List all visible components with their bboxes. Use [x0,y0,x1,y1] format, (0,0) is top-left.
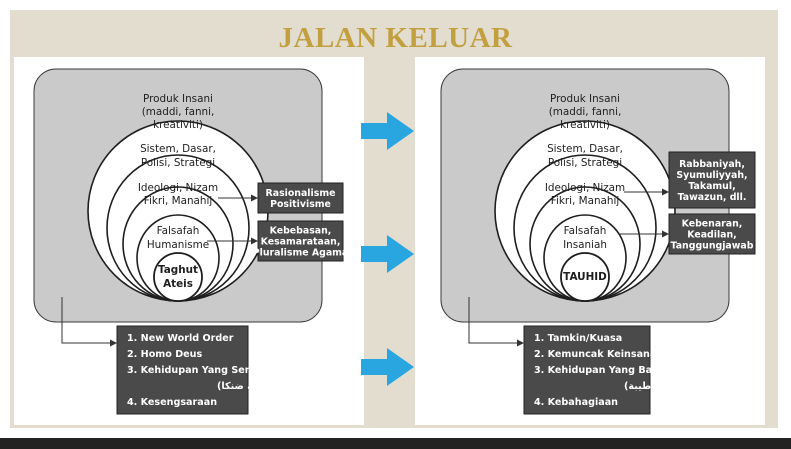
right-ring-label: Falsafah [564,225,607,237]
right-core-label: TAUHID [563,271,607,283]
left-ring-label: Falsafah [157,225,200,237]
left-outcomes-box [116,325,249,415]
left-core-circle [153,252,203,302]
left-outcome-arabic: (معيشة ضنكا) [217,381,282,392]
right-label-box-text: Tawazun, dll. [678,192,747,203]
left-outcome-item: 3. Kehidupan Yang Sempit [127,365,270,376]
right-ring-label: Polisi, Strategi [548,157,622,169]
left-ring-label: Produk Insani [143,93,213,105]
left-label-box [257,182,344,214]
right-label-box-text: Keadilan, [687,230,736,241]
right-ring-label: Insaniah [563,239,607,251]
left-outcome-item: 2. Homo Deus [127,349,203,360]
right-ring-label: (maddi, fanni, [549,106,622,118]
left-outcome-item: 4. Kesengsaraan [127,397,217,408]
right-label-box [668,213,756,255]
right-outcomes-box [523,325,651,415]
right-label-box-text: Takamul, [688,181,735,192]
right-outcome-connector [468,297,524,347]
right-ring-label: kreativiti) [560,119,610,131]
right-label-box-text: Rabbaniyah, [679,159,745,170]
transition-arrow-1 [361,112,414,150]
left-label-box-text: Kesamarataan, [261,237,341,248]
left-outcome-connector [61,297,117,347]
bottom-bar [0,438,791,449]
left-label-box-text: Rasionalisme [266,188,336,199]
right-label-box-text: Syumuliyyah, [676,170,747,181]
slide-title: JALAN KELUAR [278,22,513,54]
right-outcome-item: 3. Kehidupan Yang Baik [534,365,662,376]
left-ring-label: (maddi, fanni, [142,106,215,118]
right-ring-label: Fikri, Manahij [551,195,620,207]
left-label-box-text: Positivisme [270,199,331,210]
left-label-box-text: Kebebasan, [270,226,332,237]
left-ring-label: Humanisme [147,239,209,251]
left-label-box-text: Pluralisme Agama [253,248,349,259]
right-outcome-item: 4. Kebahagiaan [534,397,618,408]
left-core-label: Taghut [158,264,198,276]
right-ring-label: Produk Insani [550,93,620,105]
right-outcome-item: 1. Tamkin/Kuasa [534,333,622,344]
right-label-box-text: Kebenaran, [682,219,743,230]
right-outcome-arabic: (حياة طيبة) [624,381,679,392]
left-ring-label: Ideologi, Nizam [138,182,218,194]
left-outcome-arabic: (الشقاوة) [281,397,329,408]
left-ring-label: Polisi, Strategi [141,157,215,169]
left-ring-label: Fikri, Manahij [144,195,213,207]
right-label-box-text: Tanggungjawab [671,241,754,252]
left-label-box [257,220,344,262]
right-label-box [668,151,756,209]
left-outcome-item: 1. New World Order [127,333,234,344]
left-ring-label: Sistem, Dasar, [140,143,216,155]
right-ring-label: Sistem, Dasar, [547,143,623,155]
left-ring-label: kreativiti) [153,119,203,131]
right-outcome-item: 2. Kemuncak Keinsanan [534,349,663,360]
right-ring-label: Ideologi, Nizam [545,182,625,194]
right-core-circle [560,252,610,302]
transition-arrow-2 [361,235,414,273]
transition-arrow-3 [361,348,414,386]
right-outcome-arabic: (السعادة) [682,397,727,408]
left-core-label: Ateis [163,278,193,290]
